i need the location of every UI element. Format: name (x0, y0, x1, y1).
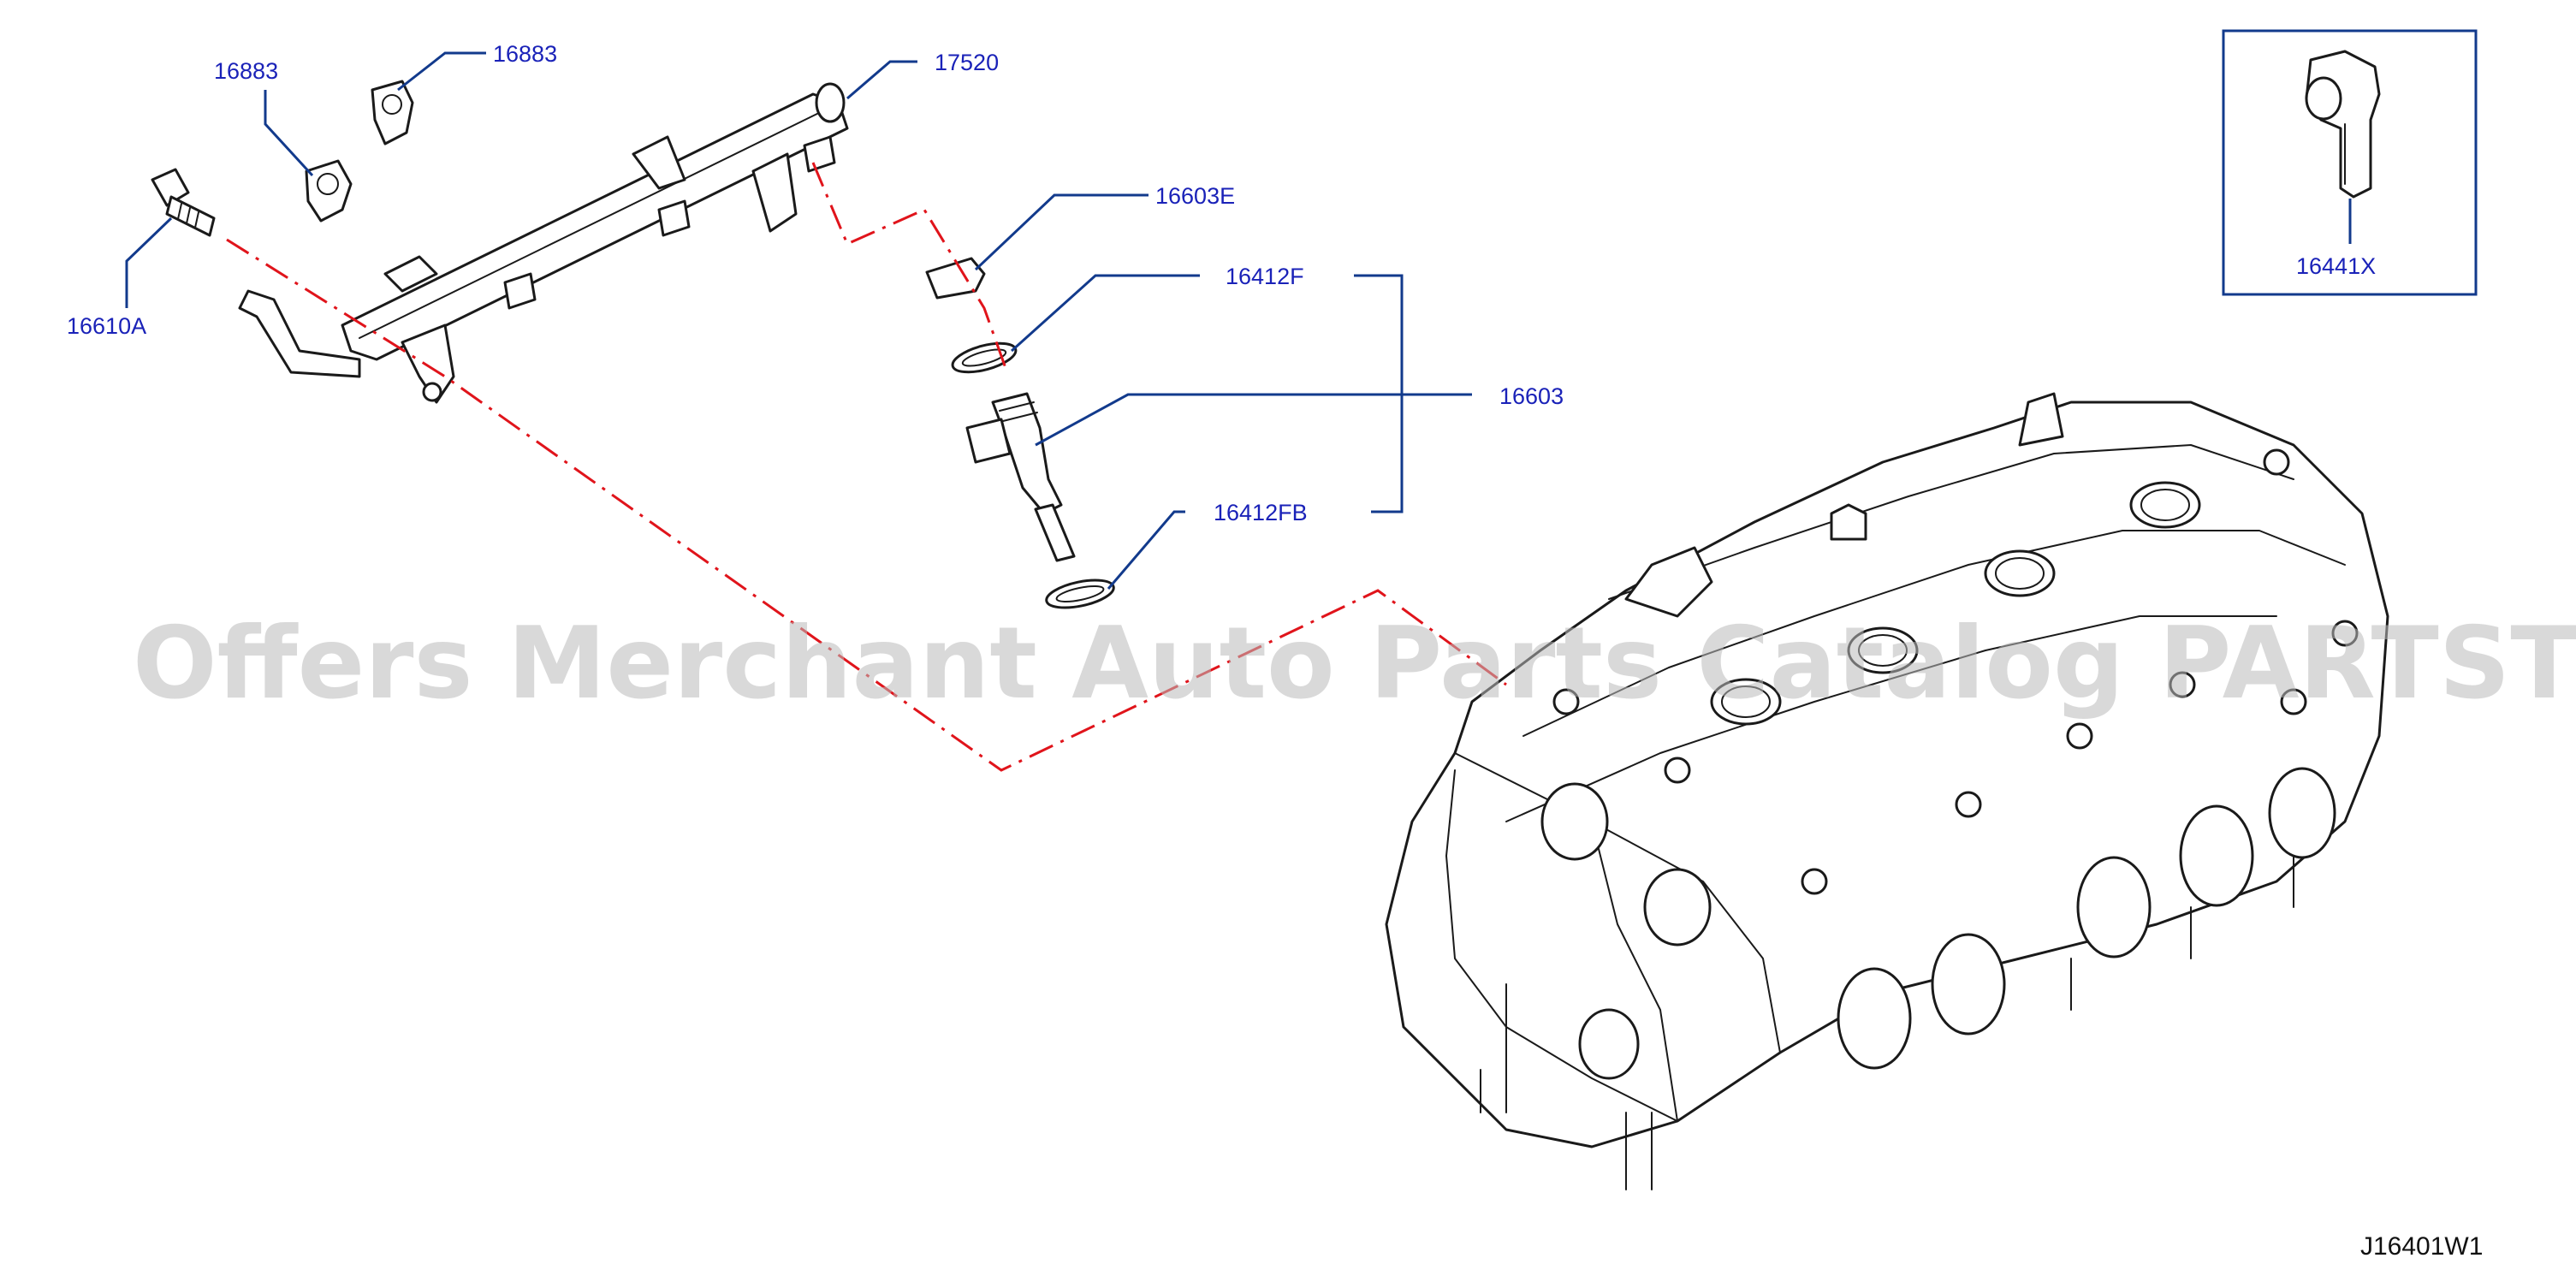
drawing-code: J16401W1 (2360, 1232, 2483, 1261)
label-17520: 17520 (935, 50, 999, 75)
connector-16441x (2305, 50, 2381, 199)
assembly-dash-lines (226, 162, 1507, 772)
leader-16610A (125, 217, 173, 308)
label-16603: 16603 (1499, 383, 1564, 409)
leader-16883a (264, 90, 314, 177)
leader-lines (125, 51, 2352, 590)
leader-16603 (1035, 393, 1472, 447)
inset-box (2222, 29, 2478, 296)
leader-16883b (397, 51, 486, 92)
leader-16412F (1010, 274, 1200, 353)
o-ring-16412f (951, 341, 1018, 374)
watermark-text: Offers Merchant Auto Parts Catalog PARTS… (133, 606, 2576, 721)
label-16610a: 16610A (67, 313, 146, 339)
label-16412f: 16412F (1226, 264, 1304, 289)
leader-16603E (974, 193, 1149, 271)
clip-16883-left (305, 159, 353, 223)
leader-16412FB (1107, 510, 1185, 590)
bolt-16610a (151, 168, 216, 237)
fuel-injector-16603 (965, 392, 1076, 562)
leader-bracket (1354, 274, 1404, 513)
clip-16603e (925, 257, 986, 300)
label-16412fb: 16412FB (1214, 500, 1308, 525)
label-16883-left: 16883 (214, 58, 278, 84)
leader-17520 (846, 60, 917, 100)
cylinder-head-illustration (1385, 392, 2389, 1190)
label-16883-right: 16883 (493, 41, 557, 67)
clip-16883-right (371, 80, 414, 145)
label-16603e: 16603E (1155, 183, 1235, 209)
fuel-rail-17520 (238, 82, 849, 404)
part-labels: 16883 16883 17520 16610A 16603E 16412F 1… (67, 41, 2376, 525)
o-ring-16412fb (1045, 579, 1115, 609)
label-16441x: 16441X (2296, 253, 2376, 279)
